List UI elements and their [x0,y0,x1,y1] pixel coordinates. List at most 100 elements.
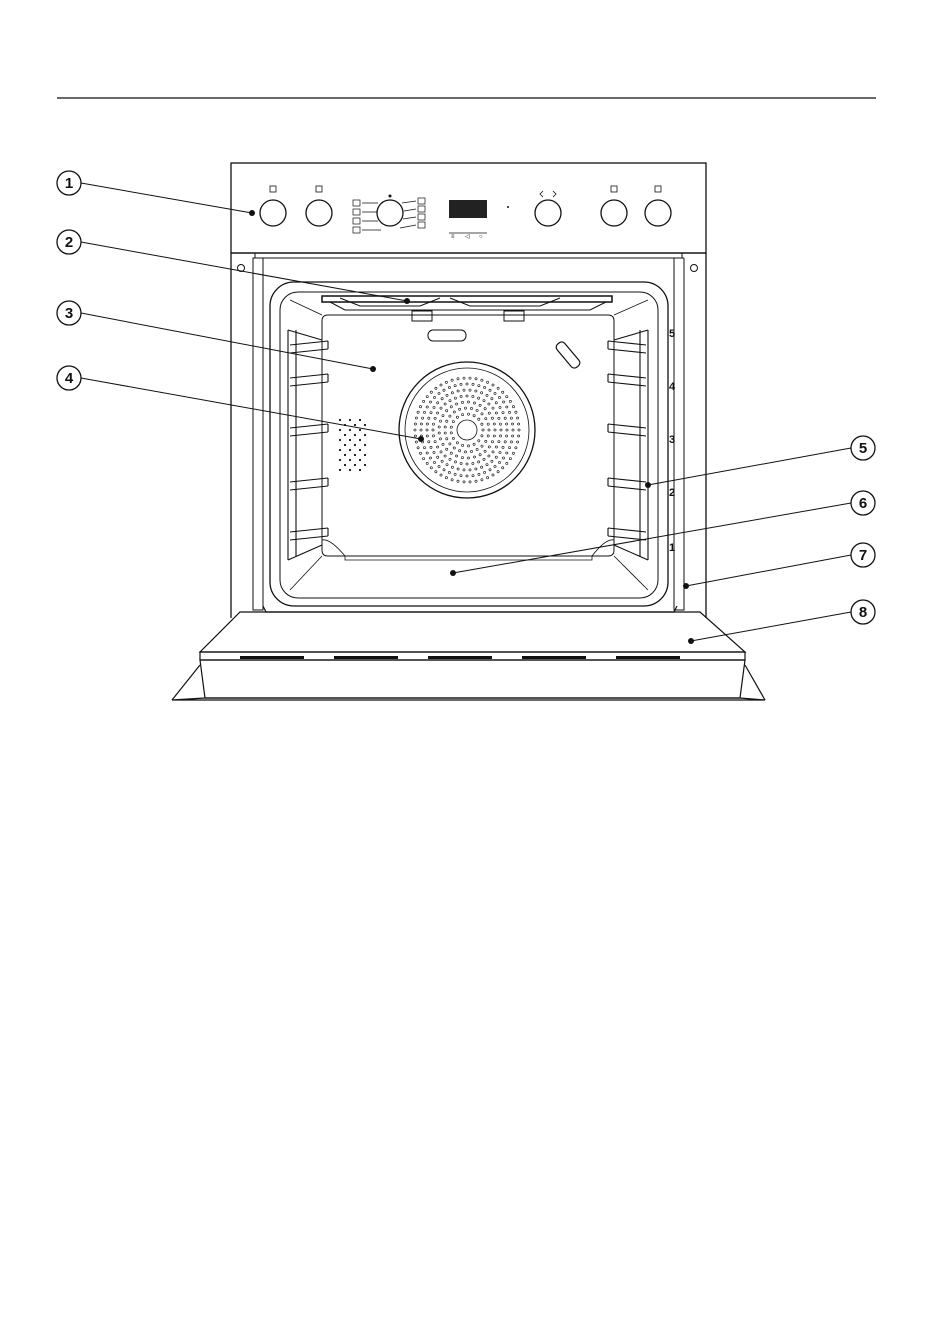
fan-perforation [446,420,448,422]
fan-perforation [433,396,435,398]
fan-perforation [444,432,446,434]
vent-hole [359,449,361,451]
callout-3: 3 [57,301,376,372]
svg-text:≡: ≡ [451,234,455,240]
fan-perforation [423,400,425,402]
fan-perforation [432,435,434,437]
fan-perforation [464,451,466,453]
fan-perforation [456,455,458,457]
fan-perforation [448,386,450,388]
fan-perforation [479,404,481,406]
fan-perforation [460,383,462,385]
callout-6: 6 [450,491,875,576]
fan-perforation [478,418,480,420]
fan-perforation [472,383,474,385]
fan-perforation [499,435,501,437]
fan-perforation [475,468,477,470]
vent-hole [339,439,341,441]
vent-hole [339,459,341,461]
fan-perforation [451,479,453,481]
fan-perforation [493,423,495,425]
fan-perforation [481,435,483,437]
fan-perforation [495,412,497,414]
fan-perforation [499,423,501,425]
shelf-level-2: 2 [669,487,675,499]
callout-3-number: 3 [65,305,73,322]
callout-5: 5 [645,436,875,488]
fan-perforation [475,378,477,380]
fan-perforation [481,466,483,468]
fan-perforation [464,407,466,409]
callout-4: 4 [57,366,424,442]
fan-perforation [467,413,469,415]
fan-perforation [440,384,442,386]
fan-perforation [510,417,512,419]
fan-perforation [473,402,475,404]
fan-perforation [512,429,514,431]
callout-1-number: 1 [65,175,73,192]
fan-perforation [479,454,481,456]
fan-perforation [484,386,486,388]
fan-perforation [506,435,508,437]
fan-perforation [449,458,451,460]
fan-perforation [437,412,439,414]
oven-cavity [270,282,668,606]
fan-perforation [478,385,480,387]
vent-hole [364,434,366,436]
fan-perforation [509,400,511,402]
fan-perforation [450,426,452,428]
fan-perforation [463,481,465,483]
fan-perforation [467,445,469,447]
shelf-level-3: 3 [669,434,675,446]
fan-perforation [518,435,520,437]
callout-7-number: 7 [859,547,867,564]
fan-perforation [439,420,441,422]
fan-perforation [506,462,508,464]
fan-perforation [481,423,483,425]
fan-perforation [481,445,483,447]
fan-perforation [430,412,432,414]
fan-perforation [451,466,453,468]
fan-perforation [466,463,468,465]
fan-perforation [518,423,520,425]
fan-perforation [482,429,484,431]
fan-perforation [515,411,517,413]
fan-perforation [446,410,448,412]
fan-perforation [481,379,483,381]
vent-hole [344,454,346,456]
fan-perforation [491,460,493,462]
vent-hole [364,444,366,446]
fan-perforation [429,457,431,459]
fan-perforation [498,461,500,463]
fan-perforation [488,403,490,405]
fan-perforation [443,469,445,471]
fan-perforation [502,446,504,448]
fan-perforation [450,432,452,434]
fan-perforation [481,479,483,481]
fan-perforation [470,450,472,452]
fan-perforation [445,477,447,479]
fan-perforation [472,395,474,397]
oven-door[interactable] [172,606,765,700]
fan-perforation [518,429,520,431]
fan-perforation [438,392,440,394]
fan-perforation [467,401,469,403]
fan-perforation [510,441,512,443]
fan-perforation [494,392,496,394]
callout-1: 1 [57,171,255,216]
fan-perforation [512,406,514,408]
vent-hole [359,469,361,471]
shelf-level-4: 4 [669,381,676,393]
fan-perforation [433,451,435,453]
fan-perforation [430,467,432,469]
fan-perforation [432,423,434,425]
top-heating-element [322,296,612,321]
fan-perforation [473,456,475,458]
fan-perforation [484,450,486,452]
fan-perforation [481,413,483,415]
fan-perforation [502,401,504,403]
fan-perforation [426,429,428,431]
callout-2-number: 2 [65,234,73,251]
fan-perforation [457,390,459,392]
fan-perforation [446,464,448,466]
